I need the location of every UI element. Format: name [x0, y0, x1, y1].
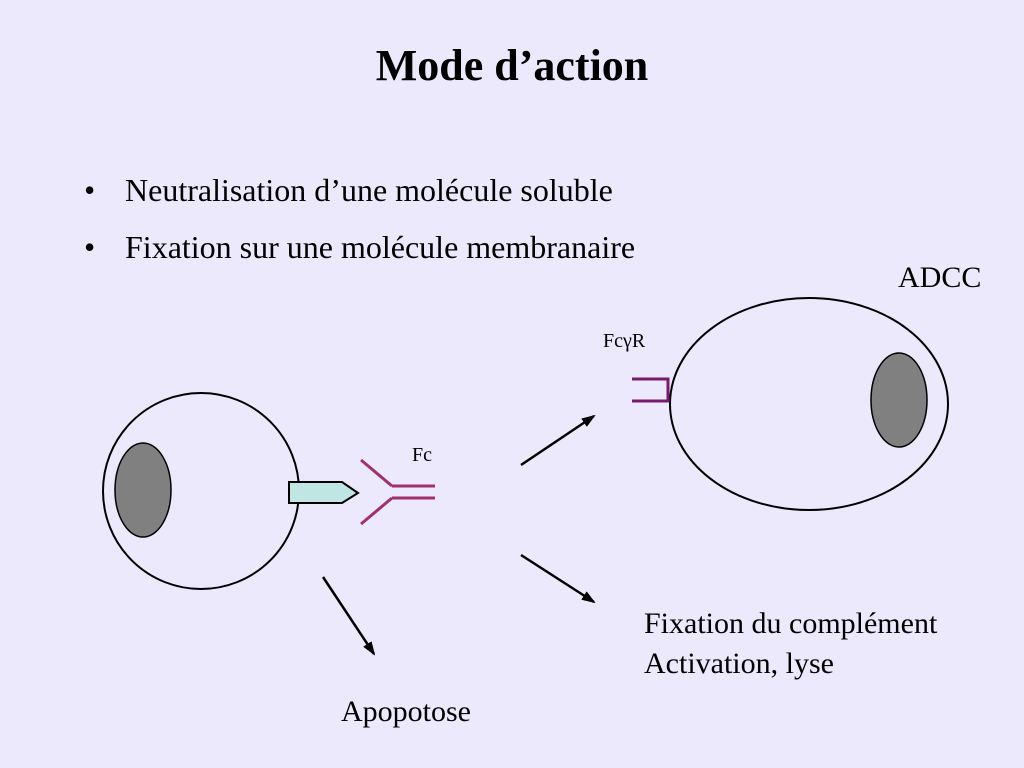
bullet-text: Neutralisation d’une molécule soluble — [125, 172, 613, 208]
fc-gamma-receptor-icon — [632, 377, 670, 403]
bullet-text: Fixation sur une molécule membranaire — [125, 229, 636, 265]
label-adcc: ADCC — [898, 261, 982, 294]
label-activation-lysis: Activation, lyse — [644, 647, 834, 680]
target-cell-nucleus — [114, 442, 172, 538]
arrow-to-adcc — [520, 414, 596, 467]
bullet-item-neutralisation: • Neutralisation d’une molécule soluble — [84, 168, 635, 212]
slide-title: Mode d’action — [375, 41, 649, 90]
effector-cell-nucleus — [870, 352, 928, 448]
label-apoptose: Apopotose — [341, 695, 471, 728]
bullet-dot-icon: • — [84, 229, 96, 265]
arrow-to-apoptose — [321, 576, 376, 656]
label-complement-fixation: Fixation du complément — [644, 607, 938, 640]
antibody-icon — [360, 458, 435, 526]
bullet-dot-icon: • — [84, 172, 96, 208]
label-fc-gamma-r: FcγR — [603, 330, 646, 352]
label-fc: Fc — [412, 444, 432, 466]
membrane-antigen — [288, 481, 360, 504]
bullet-item-fixation: • Fixation sur une molécule membranaire — [84, 225, 635, 269]
effector-cell — [669, 297, 949, 511]
arrow-to-complement — [520, 553, 596, 604]
bullet-list: • Neutralisation d’une molécule soluble … — [84, 168, 635, 282]
